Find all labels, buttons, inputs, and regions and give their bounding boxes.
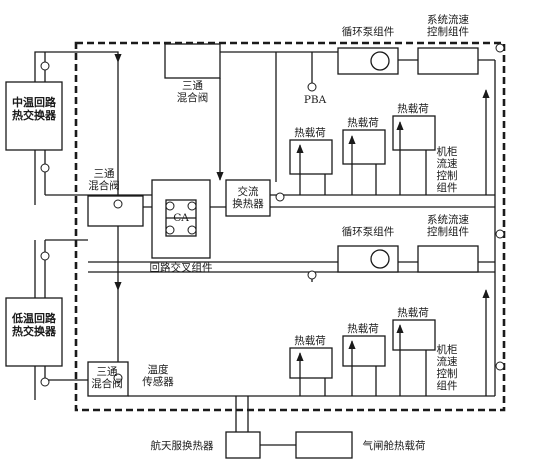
flow-control-top-label: 系统流速 控制组件	[427, 14, 469, 38]
pba-label: PBA	[303, 94, 327, 106]
cabinet-flow-control-bottom-label: 机柜 流速 控制 组件	[436, 344, 458, 392]
heat-load-label: 热载荷	[294, 127, 326, 139]
heat-load-box	[289, 139, 333, 175]
heat-load-label: 热载荷	[397, 103, 429, 115]
loop-cross-label: 回路交叉组件	[149, 262, 213, 274]
ca-label: CA	[173, 212, 189, 224]
heat-load-label: 热载荷	[397, 307, 429, 319]
suit-heat-exchanger-label: 航天服换热器	[150, 440, 214, 452]
rack-boundary	[74, 41, 506, 412]
heat-load-box	[392, 319, 436, 351]
heat-load-box	[342, 129, 386, 165]
temp-sensor-label: 温度 传感器	[142, 364, 174, 388]
cabinet-flow-control-top-label: 机柜 流速 控制 组件	[436, 146, 458, 194]
mid-temp-heat-exchanger-label: 中温回路 热交换器	[12, 96, 56, 122]
mid-temp-heat-exchanger-box	[5, 81, 63, 151]
flow-control-top-box	[417, 47, 479, 75]
low-temp-heat-exchanger-label: 低温回路 热交换器	[12, 312, 56, 338]
heat-load-label: 热载荷	[294, 335, 326, 347]
airlock-heat-load-box	[295, 431, 353, 459]
low-temp-heat-exchanger-box	[5, 297, 63, 367]
mix-valve-low-label: 三通 混合阀	[91, 366, 123, 390]
ac-heat-exchanger-box	[225, 179, 271, 217]
pump-top-label: 循环泵组件	[341, 26, 395, 38]
heat-load-box	[289, 347, 333, 379]
pump-top-box	[337, 47, 399, 75]
airlock-heat-load-label: 气闸舱热载荷	[362, 440, 426, 452]
heat-load-box	[342, 335, 386, 367]
mix-valve-top-box	[164, 43, 221, 79]
heat-load-label: 热载荷	[347, 323, 379, 335]
mix-valve-mid-label: 三通 混合阀	[88, 168, 120, 192]
pump-bottom-box	[337, 245, 399, 273]
ac-heat-exchanger-label: 交流 换热器	[232, 186, 264, 210]
loop-cross-box	[151, 179, 211, 259]
mix-valve-mid-box	[87, 195, 144, 227]
flow-control-bottom-box	[417, 245, 479, 273]
suit-heat-exchanger-box	[225, 431, 261, 459]
heat-load-box	[392, 115, 436, 151]
flow-control-bottom-label: 系统流速 控制组件	[427, 214, 469, 238]
pump-bottom-label: 循环泵组件	[341, 226, 395, 238]
mix-valve-top-label: 三通 混合阀	[176, 80, 209, 104]
heat-load-label: 热载荷	[347, 117, 379, 129]
